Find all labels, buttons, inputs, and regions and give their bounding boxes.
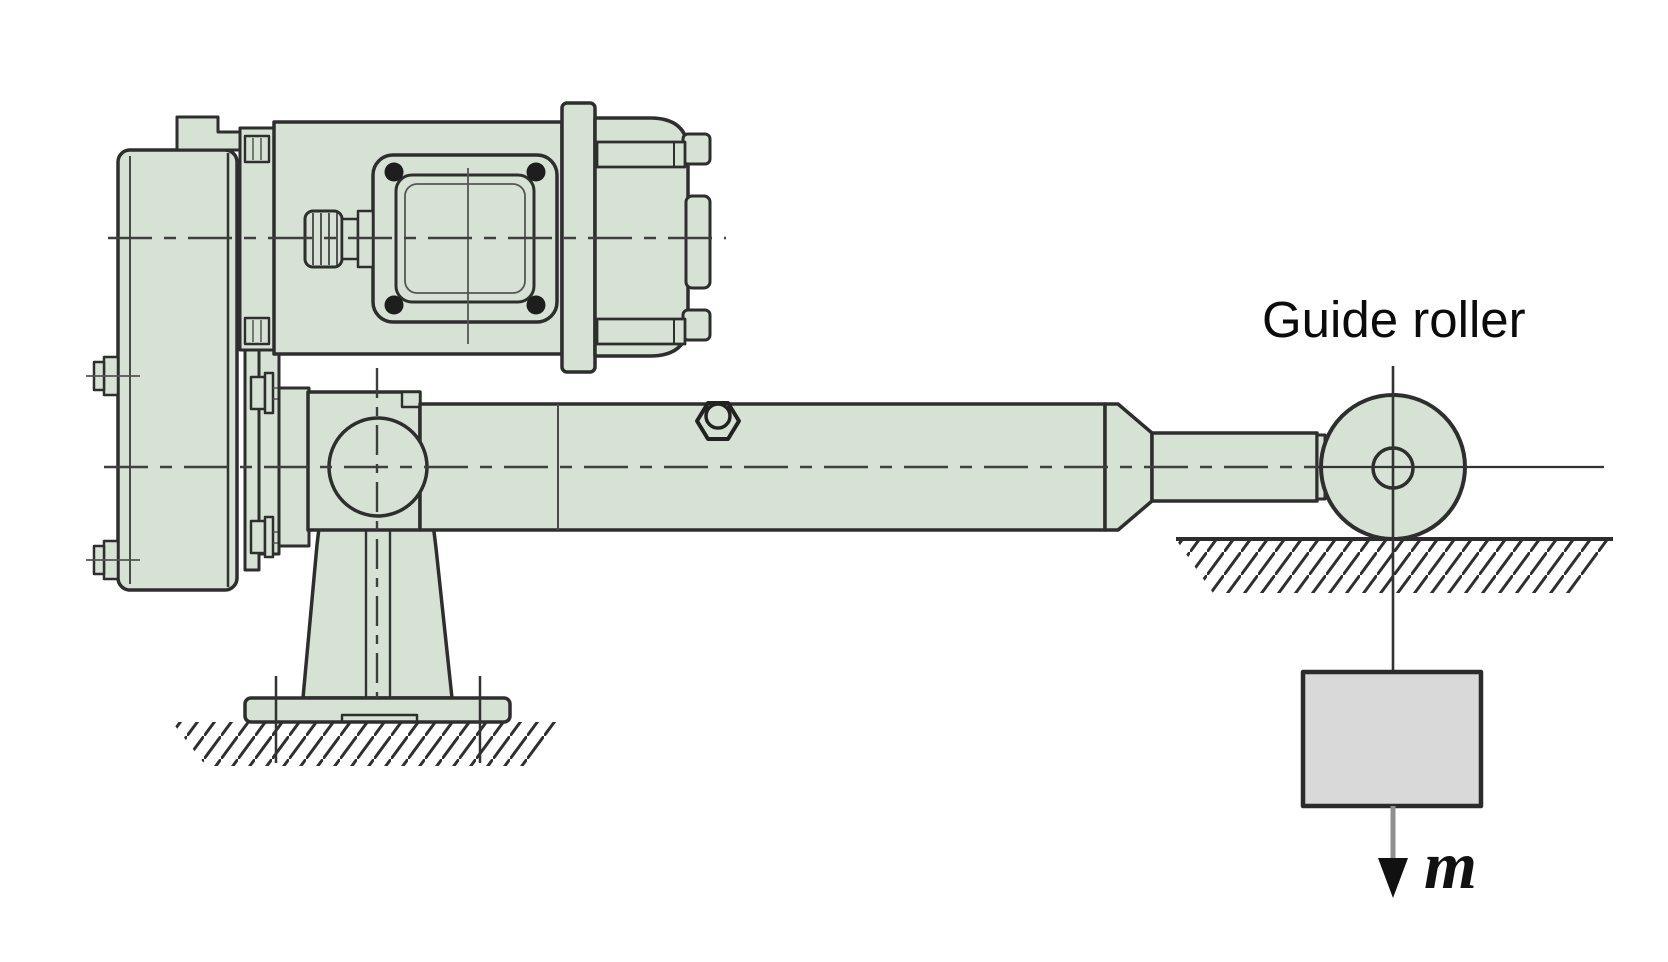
cover-screw-icon [384,162,404,182]
cable-gland [303,209,375,269]
gearbox-left-bolt-lower [86,539,140,581]
vent-plug [695,401,741,441]
motor-mount-bolt-lower [243,316,271,346]
gearbox-housing [86,115,258,592]
tie-rod-upper [595,140,687,169]
cover-screw-icon [384,295,404,315]
gear-motor [238,101,712,374]
centerlines [104,236,1318,698]
guide-roller [1316,393,1604,541]
foundation-hatch [172,722,568,766]
motor-end-bell [593,116,712,358]
mass-block [1300,669,1484,809]
down-arrow-icon [1378,806,1408,898]
gearbox-left-bolt-upper [86,355,140,397]
cover-screw-icon [526,162,546,182]
guide-roller-label: Guide roller [1262,291,1526,348]
pedestal-base-plate [243,696,512,724]
support-wall [1176,537,1613,593]
tie-rod-lower [595,317,687,346]
terminal-box [371,153,559,344]
support-wall-hatch [1177,541,1613,593]
cover-screw-icon [526,295,546,315]
anchor-bolts [274,676,482,763]
mass-label: m [1424,827,1477,903]
motor-mount-bolt-upper [243,134,271,164]
